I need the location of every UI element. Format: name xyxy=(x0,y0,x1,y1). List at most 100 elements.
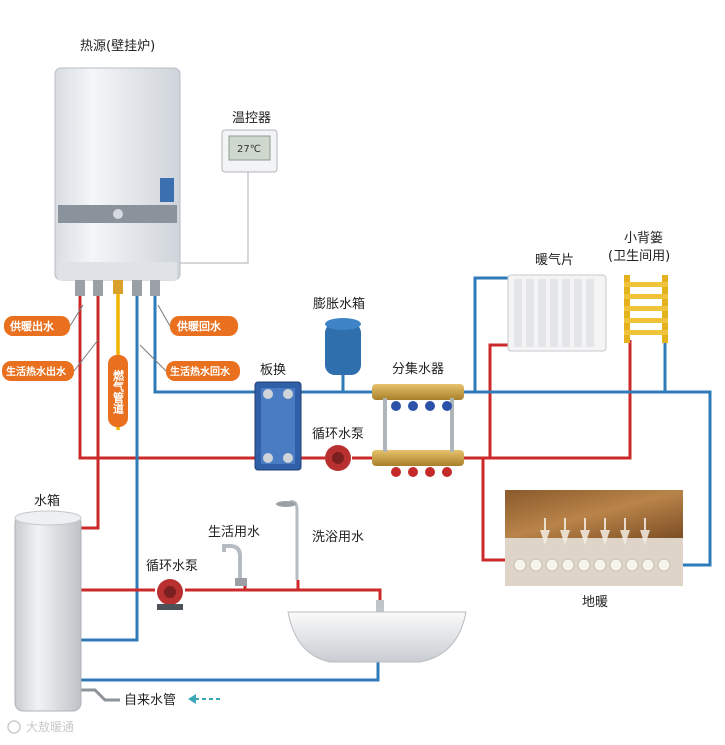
pipe-section-icon xyxy=(529,558,543,572)
radiator-to-towel-supply xyxy=(488,340,632,460)
domestic-water-label: 生活用水 xyxy=(208,525,260,540)
expansion-tank-label: 膨胀水箱 xyxy=(313,296,365,312)
thermostat-wire xyxy=(180,172,249,264)
heat-exchanger: 板换 xyxy=(254,363,302,471)
heat-arrow-icon xyxy=(640,518,650,545)
heat-arrow-icon xyxy=(580,518,590,545)
valve-cap-icon xyxy=(408,467,418,477)
tag-leader xyxy=(69,304,84,327)
boiler-label-sticker xyxy=(160,178,174,202)
manifold-to-floor-supply xyxy=(462,456,512,562)
shower-water-label: 洗浴用水 xyxy=(312,530,364,545)
heat-arrow-icon xyxy=(540,518,550,545)
expansion-tank: 膨胀水箱 xyxy=(313,296,365,375)
circulation-pump-bottom: 循环水泵 xyxy=(146,559,198,610)
bathtub xyxy=(287,600,467,663)
tag-dhw-return-text: 生活热水回水 xyxy=(170,365,231,378)
radiator-fin xyxy=(550,279,558,347)
tag-gas-pipe-text: 燃气管道 xyxy=(112,369,126,415)
radiator-fin xyxy=(538,279,546,347)
hot-to-fixtures xyxy=(185,588,382,605)
circ-pump-top-label: 循环水泵 xyxy=(312,427,364,442)
pump-base xyxy=(157,604,183,610)
pipe-tags: 供暖出水 生活热水出水 供暖回水 生活热水回水 燃气管道 xyxy=(2,304,240,427)
boiler-logo-icon xyxy=(113,209,123,219)
valve-cap-icon xyxy=(391,467,401,477)
tag-leader xyxy=(157,304,171,327)
radiator: 暖气片 xyxy=(507,252,607,352)
radiator-fin xyxy=(526,279,534,347)
valve-cap-icon xyxy=(442,467,452,477)
towel-rack-bar xyxy=(624,294,668,299)
manifold-upper-bar xyxy=(372,384,464,400)
pipe-section-icon xyxy=(625,558,639,572)
towel-rack-label-1: 小背篓 xyxy=(624,231,663,246)
tag-gas-pipe xyxy=(108,355,128,427)
shower: 洗浴用水 xyxy=(276,500,364,580)
floor-heating-label: 地暖 xyxy=(582,595,608,610)
tag-leader xyxy=(139,344,167,372)
faucet-icon xyxy=(222,544,242,580)
valve-cap-icon xyxy=(442,401,452,411)
tag-dhw-return xyxy=(166,361,240,381)
heat-source-label: 热源(壁挂炉) xyxy=(80,39,155,54)
dhw-return-pipe xyxy=(80,295,139,642)
tag-heating-supply-text: 供暖出水 xyxy=(9,319,55,333)
shower-head-icon xyxy=(276,501,296,507)
towel-rack-bar xyxy=(624,318,668,323)
radiator-fin xyxy=(562,279,570,347)
pipe-section-icon xyxy=(641,558,655,572)
boiler-body xyxy=(54,67,181,281)
pipe-section-icon xyxy=(577,558,591,572)
expansion-tank-body xyxy=(325,323,361,375)
radiator-fin xyxy=(586,279,594,347)
heat-exchanger-label: 板换 xyxy=(260,363,286,378)
watermark-text: 大敖暖通 xyxy=(26,719,74,734)
tag-heating-return-text: 供暖回水 xyxy=(176,319,222,333)
shower-pipe-icon xyxy=(289,500,299,580)
thermostat-screen xyxy=(228,135,271,161)
water-tank-body xyxy=(14,514,82,712)
tag-leader xyxy=(73,339,99,372)
tap-water: 自来水管 xyxy=(124,693,220,708)
tag-heating-return xyxy=(170,316,238,336)
manifold-to-radiator-supply xyxy=(483,343,510,460)
manifold-label: 分集水器 xyxy=(392,361,444,377)
pump-motor-icon xyxy=(164,586,176,598)
port-icon xyxy=(283,389,293,399)
boiler-bottom xyxy=(58,262,177,280)
tub-return-pipe xyxy=(80,660,380,682)
bathtub-body xyxy=(287,611,467,663)
manifold-bracket xyxy=(383,398,387,452)
water-tank-label: 水箱 xyxy=(34,493,60,509)
faucet-base xyxy=(235,578,247,586)
pipe-section-icon xyxy=(545,558,559,572)
pipe-section-icon xyxy=(513,558,527,572)
valve-icon xyxy=(150,280,160,296)
valve-icon xyxy=(93,280,103,296)
dhw-out-pipe xyxy=(80,295,100,530)
tag-heating-supply xyxy=(4,316,70,336)
domestic-faucet: 生活用水 xyxy=(208,525,260,586)
heat-arrow-icon xyxy=(620,518,630,545)
manifold-return-pipe xyxy=(462,390,712,567)
manifold-lower-bar xyxy=(372,450,464,466)
port-icon xyxy=(263,389,273,399)
pipe-section-icon xyxy=(657,558,671,572)
valve-cap-icon xyxy=(425,467,435,477)
circ-pump-bottom-label: 循环水泵 xyxy=(146,559,198,574)
watermark: 大敖暖通 xyxy=(7,719,74,734)
floor-heating: 地暖 xyxy=(505,490,683,610)
tap-water-label: 自来水管 xyxy=(124,693,176,708)
heat-exchanger-plates xyxy=(261,388,295,464)
water-tank-top xyxy=(14,510,82,526)
heat-arrows xyxy=(540,518,650,545)
tag-dhw-out xyxy=(2,361,74,381)
circulation-pump-top: 循环水泵 xyxy=(312,427,364,471)
radiator-label: 暖气片 xyxy=(535,252,574,268)
valve-icon xyxy=(75,280,85,296)
valve-cap-icon xyxy=(425,401,435,411)
tap-water-pipe xyxy=(80,688,120,702)
pipe-section-icon xyxy=(609,558,623,572)
